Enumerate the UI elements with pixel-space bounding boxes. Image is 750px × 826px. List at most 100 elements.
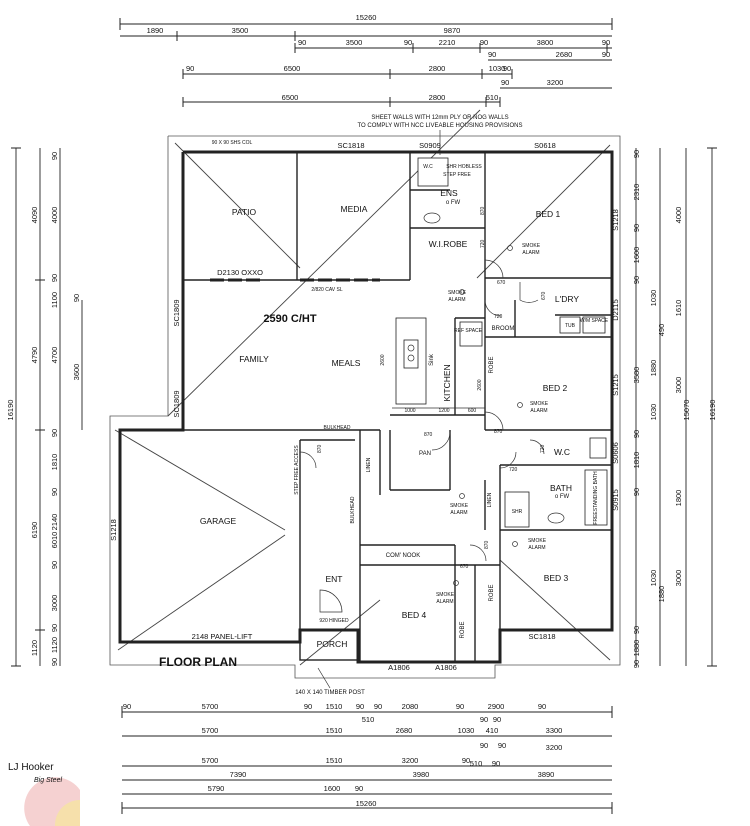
svg-text:90: 90 bbox=[304, 702, 312, 711]
svg-text:1880: 1880 bbox=[632, 640, 641, 657]
room-bed4: BED 4 bbox=[402, 610, 427, 620]
svg-text:TUB: TUB bbox=[565, 323, 576, 329]
svg-text:S0915: S0915 bbox=[611, 489, 620, 511]
dim-top-overall: 15260 bbox=[356, 13, 377, 22]
label-ceiling-height: 2590 C/HT bbox=[263, 313, 316, 325]
plan-notes: 90 X 90 SHS COL 2/820 CAV SL BULKHEAD BU… bbox=[212, 140, 483, 696]
door-width-labels: 870 720 670 720 870 870 670 720 720 670 … bbox=[317, 206, 547, 570]
svg-text:3890: 3890 bbox=[538, 770, 555, 779]
svg-text:90: 90 bbox=[480, 38, 488, 47]
svg-text:3200: 3200 bbox=[402, 756, 419, 765]
room-labels: PATIO MEDIA BED 1 ENS o FW W.I.ROBE 2590… bbox=[159, 164, 609, 669]
svg-text:3500: 3500 bbox=[232, 26, 249, 35]
svg-text:2148 PANEL-LIFT: 2148 PANEL-LIFT bbox=[192, 632, 253, 641]
svg-text:1510: 1510 bbox=[326, 726, 343, 735]
note-timber-post: 140 X 140 TIMBER POST bbox=[295, 690, 365, 696]
note-sheet-walls-1: SHEET WALLS WITH 12mm PLY OR NOG WALLS bbox=[371, 115, 508, 121]
svg-text:3000: 3000 bbox=[50, 595, 59, 612]
svg-text:2210: 2210 bbox=[439, 38, 456, 47]
svg-text:90: 90 bbox=[50, 152, 59, 160]
svg-text:2680: 2680 bbox=[396, 726, 413, 735]
svg-text:90: 90 bbox=[632, 626, 641, 634]
svg-text:D2130 OXXO: D2130 OXXO bbox=[217, 268, 263, 277]
svg-text:1030: 1030 bbox=[649, 404, 658, 421]
svg-text:90: 90 bbox=[456, 702, 464, 711]
svg-text:90: 90 bbox=[538, 702, 546, 711]
svg-text:3980: 3980 bbox=[413, 770, 430, 779]
svg-text:STEP FREE: STEP FREE bbox=[443, 172, 471, 178]
svg-text:3580: 3580 bbox=[632, 367, 641, 384]
svg-text:ALARM: ALARM bbox=[450, 510, 467, 516]
svg-text:ROBE: ROBE bbox=[489, 356, 495, 373]
svg-text:90: 90 bbox=[186, 64, 194, 73]
svg-text:16190: 16190 bbox=[708, 400, 717, 421]
svg-text:1120: 1120 bbox=[50, 637, 59, 653]
svg-text:90: 90 bbox=[480, 741, 488, 750]
svg-text:1600: 1600 bbox=[324, 784, 341, 793]
room-family: FAMILY bbox=[239, 354, 269, 364]
svg-text:ALARM: ALARM bbox=[530, 408, 547, 414]
svg-text:720: 720 bbox=[494, 314, 503, 320]
svg-text:S1218: S1218 bbox=[109, 519, 118, 541]
room-meals: MEALS bbox=[332, 358, 361, 368]
svg-text:4790: 4790 bbox=[30, 347, 39, 364]
smoke-alarm-markers bbox=[453, 245, 523, 586]
svg-text:90: 90 bbox=[355, 784, 363, 793]
svg-text:90: 90 bbox=[480, 715, 488, 724]
svg-text:3800: 3800 bbox=[537, 38, 554, 47]
svg-text:5700: 5700 bbox=[202, 702, 219, 711]
room-kitchen: KITCHEN bbox=[442, 364, 452, 401]
svg-text:ROBE: ROBE bbox=[460, 621, 466, 638]
window-codes: SC1818 S0909 S0618 D2130 OXXO SC1809 SC1… bbox=[109, 141, 620, 672]
svg-text:4090: 4090 bbox=[30, 207, 39, 224]
svg-text:SMOKE: SMOKE bbox=[522, 243, 541, 249]
svg-text:o FW: o FW bbox=[555, 494, 570, 500]
svg-text:1880: 1880 bbox=[657, 586, 666, 603]
svg-text:870: 870 bbox=[317, 444, 323, 453]
svg-text:1200: 1200 bbox=[438, 408, 449, 414]
svg-text:1510: 1510 bbox=[326, 756, 343, 765]
svg-text:600: 600 bbox=[468, 408, 477, 414]
svg-text:REF SPACE: REF SPACE bbox=[454, 328, 483, 334]
svg-text:SHR HOBLESS: SHR HOBLESS bbox=[446, 164, 482, 170]
svg-text:870: 870 bbox=[480, 206, 486, 215]
svg-text:1510: 1510 bbox=[326, 702, 343, 711]
svg-text:90: 90 bbox=[298, 38, 306, 47]
svg-text:90: 90 bbox=[493, 715, 501, 724]
room-ent: ENT bbox=[326, 574, 343, 584]
svg-text:870: 870 bbox=[484, 540, 490, 549]
svg-text:S0618: S0618 bbox=[534, 141, 556, 150]
svg-text:ROBE: ROBE bbox=[489, 584, 495, 601]
svg-text:670: 670 bbox=[541, 291, 547, 300]
svg-text:90: 90 bbox=[632, 150, 641, 158]
svg-text:90: 90 bbox=[50, 274, 59, 282]
svg-text:90: 90 bbox=[50, 624, 59, 632]
svg-text:6500: 6500 bbox=[282, 93, 299, 102]
svg-text:920 HINGED: 920 HINGED bbox=[319, 618, 349, 624]
svg-text:S0909: S0909 bbox=[419, 141, 441, 150]
room-bed2: BED 2 bbox=[543, 383, 568, 393]
svg-text:SMOKE: SMOKE bbox=[448, 290, 467, 296]
svg-text:2600: 2600 bbox=[380, 354, 386, 365]
svg-text:90: 90 bbox=[50, 429, 59, 437]
room-wirobe: W.I.ROBE bbox=[429, 239, 468, 249]
svg-text:90: 90 bbox=[72, 294, 81, 302]
svg-text:490: 490 bbox=[657, 324, 666, 337]
svg-text:90: 90 bbox=[632, 224, 641, 232]
svg-text:2600: 2600 bbox=[477, 379, 483, 390]
svg-text:90: 90 bbox=[503, 64, 511, 73]
svg-text:ALARM: ALARM bbox=[522, 250, 539, 256]
bottom-dimensions: 90 5700 90 1510 90 90 2080 90 2900 90 51… bbox=[121, 702, 613, 814]
svg-text:ALARM: ALARM bbox=[436, 599, 453, 605]
svg-text:2310: 2310 bbox=[632, 184, 641, 201]
svg-text:90: 90 bbox=[488, 50, 496, 59]
svg-text:870: 870 bbox=[424, 432, 433, 438]
svg-text:90: 90 bbox=[50, 488, 59, 496]
svg-text:SC1809: SC1809 bbox=[172, 299, 181, 326]
svg-text:90 X 90 SHS COL: 90 X 90 SHS COL bbox=[212, 140, 253, 146]
svg-text:W.C: W.C bbox=[423, 164, 433, 170]
svg-text:3000: 3000 bbox=[674, 570, 683, 587]
svg-text:A1806: A1806 bbox=[435, 663, 457, 672]
svg-text:S1215: S1215 bbox=[611, 374, 620, 396]
svg-text:90: 90 bbox=[632, 660, 641, 668]
